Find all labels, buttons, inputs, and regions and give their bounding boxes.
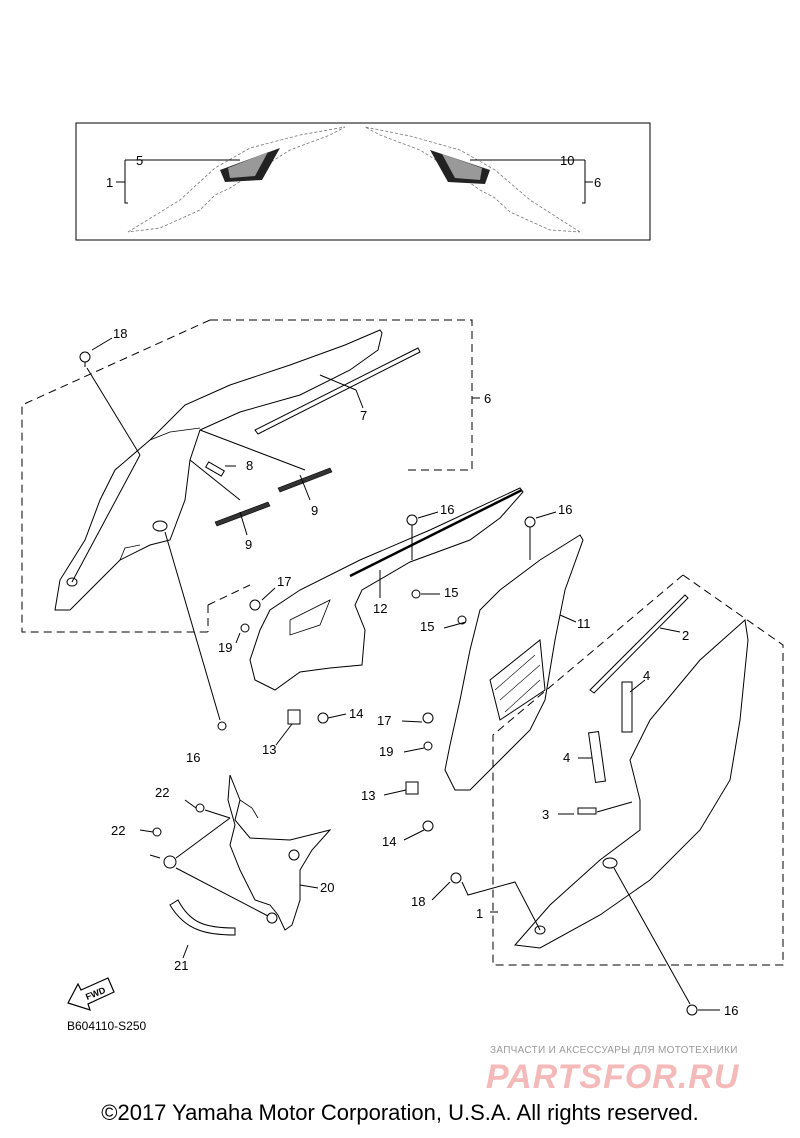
lower-cover-assembly-1 [431,574,784,1016]
watermark-brand: PARTSFOR.RU [486,1058,740,1096]
callout-12: 12 [373,601,387,616]
callout-16: 16 [186,750,200,765]
bracket-assembly-20 [139,774,332,959]
callout-8: 8 [246,458,253,473]
callout-7: 7 [360,408,367,423]
callout-14: 14 [382,834,396,849]
callout-14: 14 [349,706,363,721]
callout-18: 18 [113,326,127,341]
callout-17: 17 [277,574,291,589]
callouts: 1 5 10 6 18 6 7 8 9 9 16 16 17 19 12 15 … [106,153,738,1018]
callout-6: 6 [484,391,491,406]
side-cover-assembly-6 [21,319,480,731]
callout-16: 16 [558,502,572,517]
callout-1: 1 [476,906,483,921]
copyright-text: ©2017 Yamaha Motor Corporation, U.S.A. A… [101,1100,699,1125]
callout-16: 16 [724,1003,738,1018]
callout-9: 9 [311,503,318,518]
callout-21: 21 [174,958,188,973]
callout-4: 4 [643,668,650,683]
callout-19: 19 [379,744,393,759]
decal-box [75,122,651,241]
callout-20: 20 [320,880,334,895]
callout-1: 1 [106,175,113,190]
callout-5: 5 [136,153,143,168]
callout-6: 6 [594,175,601,190]
callout-17: 17 [377,713,391,728]
callout-4: 4 [563,750,570,765]
callout-3: 3 [542,807,549,822]
callout-2: 2 [682,628,689,643]
callout-9: 9 [245,537,252,552]
callout-22: 22 [155,785,169,800]
watermark: ЗАПЧАСТИ И АКСЕССУАРЫ ДЛЯ МОТОТЕХНИКИ PA… [486,1045,740,1096]
inner-panels [207,487,584,841]
callout-10: 10 [560,153,574,168]
callout-13: 13 [361,788,375,803]
callout-15: 15 [444,585,458,600]
diagram-code: B604110-S250 [67,1019,147,1033]
callout-15: 15 [420,619,434,634]
callout-11: 11 [577,616,591,631]
watermark-tagline: ЗАПЧАСТИ И АКСЕССУАРЫ ДЛЯ МОТОТЕХНИКИ [490,1045,738,1056]
callout-18: 18 [411,894,425,909]
callout-16: 16 [440,502,454,517]
callout-13: 13 [262,742,276,757]
callout-22: 22 [111,823,125,838]
callout-19: 19 [218,640,232,655]
fwd-arrow-icon: FWD [67,977,115,1011]
